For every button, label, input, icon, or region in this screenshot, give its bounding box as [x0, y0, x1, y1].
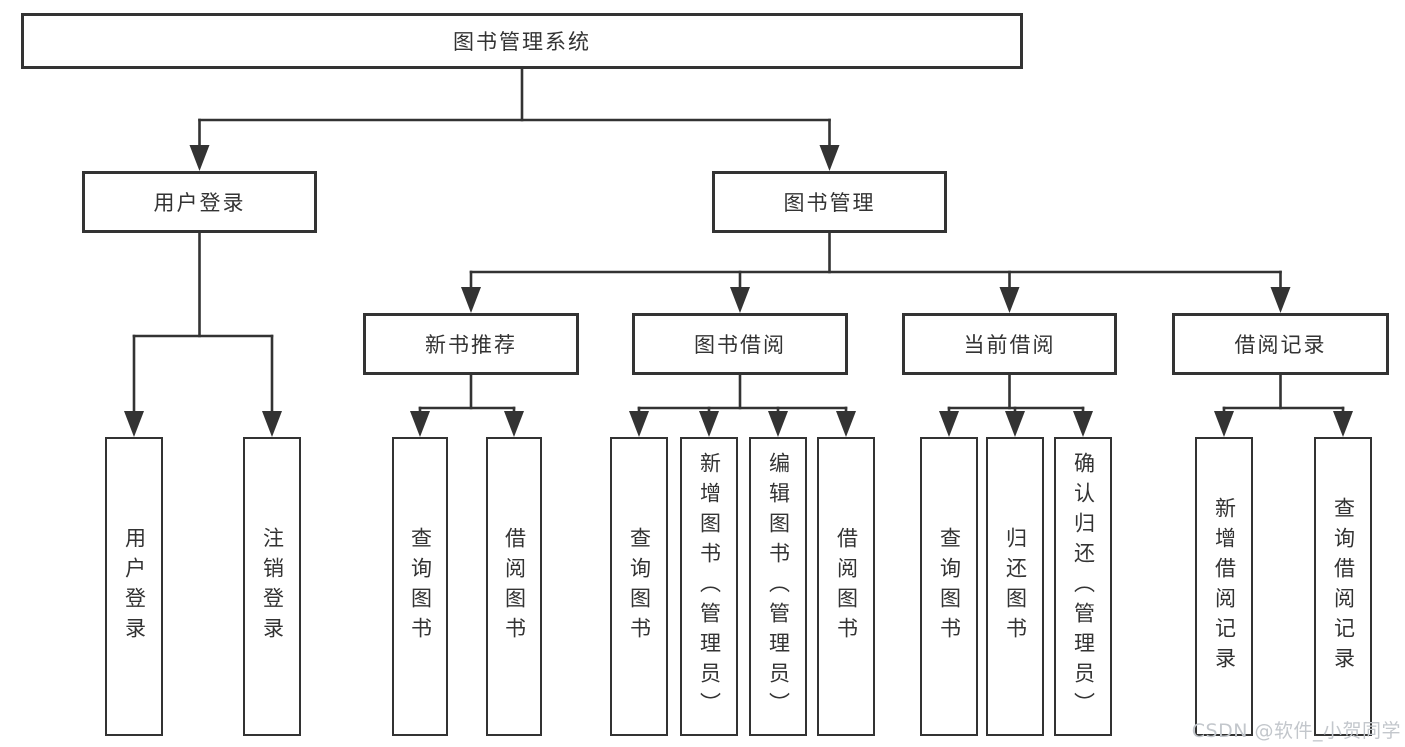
node-current-borrow: 当前借阅 — [902, 313, 1117, 375]
node-label: 查询图书 — [627, 526, 652, 647]
node-leaf-bb-query: 查询图书 — [610, 437, 668, 736]
node-label: 归还图书 — [1003, 526, 1028, 647]
node-label: 确认归还（管理员） — [1071, 451, 1096, 722]
node-leaf-nb-query: 查询图书 — [392, 437, 448, 736]
node-label: 查询借阅记录 — [1331, 496, 1356, 677]
node-label: 借阅图书 — [834, 526, 859, 647]
node-leaf-bb-add: 新增图书（管理员） — [680, 437, 738, 736]
edge-new-book — [410, 373, 524, 437]
node-leaf-br-add: 新增借阅记录 — [1195, 437, 1253, 736]
node-label: 图书借阅 — [694, 333, 786, 357]
edge-current-borrow — [939, 373, 1093, 437]
node-leaf-logout: 注销登录 — [243, 437, 301, 736]
node-book-mgmt: 图书管理 — [712, 171, 947, 233]
edge-book-borrow — [629, 373, 856, 437]
node-leaf-user-login: 用户登录 — [105, 437, 163, 736]
node-label: 新书推荐 — [425, 333, 517, 357]
node-label: 查询图书 — [408, 526, 433, 647]
node-new-book: 新书推荐 — [363, 313, 579, 375]
node-label: 新增图书（管理员） — [697, 451, 722, 722]
node-label: 图书管理系统 — [453, 30, 591, 54]
watermark: CSDN @软件_小贺同学 — [1191, 720, 1401, 742]
node-user-login: 用户登录 — [82, 171, 317, 233]
node-label: 用户登录 — [153, 191, 246, 215]
node-label: 编辑图书（管理员） — [766, 451, 791, 722]
node-leaf-nb-borrow: 借阅图书 — [486, 437, 542, 736]
edge-root — [189, 67, 840, 171]
node-label: 新增借阅记录 — [1212, 496, 1237, 677]
node-label: 图书管理 — [783, 191, 876, 215]
node-borrow-record: 借阅记录 — [1172, 313, 1389, 375]
node-leaf-cb-query: 查询图书 — [920, 437, 978, 736]
node-leaf-bb-borrow: 借阅图书 — [817, 437, 875, 736]
node-label: 当前借阅 — [963, 333, 1056, 357]
edge-borrow-record — [1214, 373, 1353, 437]
node-root: 图书管理系统 — [21, 13, 1023, 69]
node-leaf-bb-edit: 编辑图书（管理员） — [749, 437, 807, 736]
node-label: 查询图书 — [937, 526, 962, 647]
node-label: 借阅图书 — [502, 526, 527, 647]
node-leaf-br-query: 查询借阅记录 — [1314, 437, 1372, 736]
node-label: 借阅记录 — [1234, 333, 1327, 357]
node-leaf-cb-return: 归还图书 — [986, 437, 1044, 736]
node-label: 用户登录 — [122, 526, 147, 647]
node-label: 注销登录 — [260, 526, 285, 647]
edge-book-mgmt — [461, 231, 1291, 313]
edge-user-login — [124, 231, 282, 437]
node-leaf-cb-confirm: 确认归还（管理员） — [1054, 437, 1112, 736]
node-book-borrow: 图书借阅 — [632, 313, 848, 375]
